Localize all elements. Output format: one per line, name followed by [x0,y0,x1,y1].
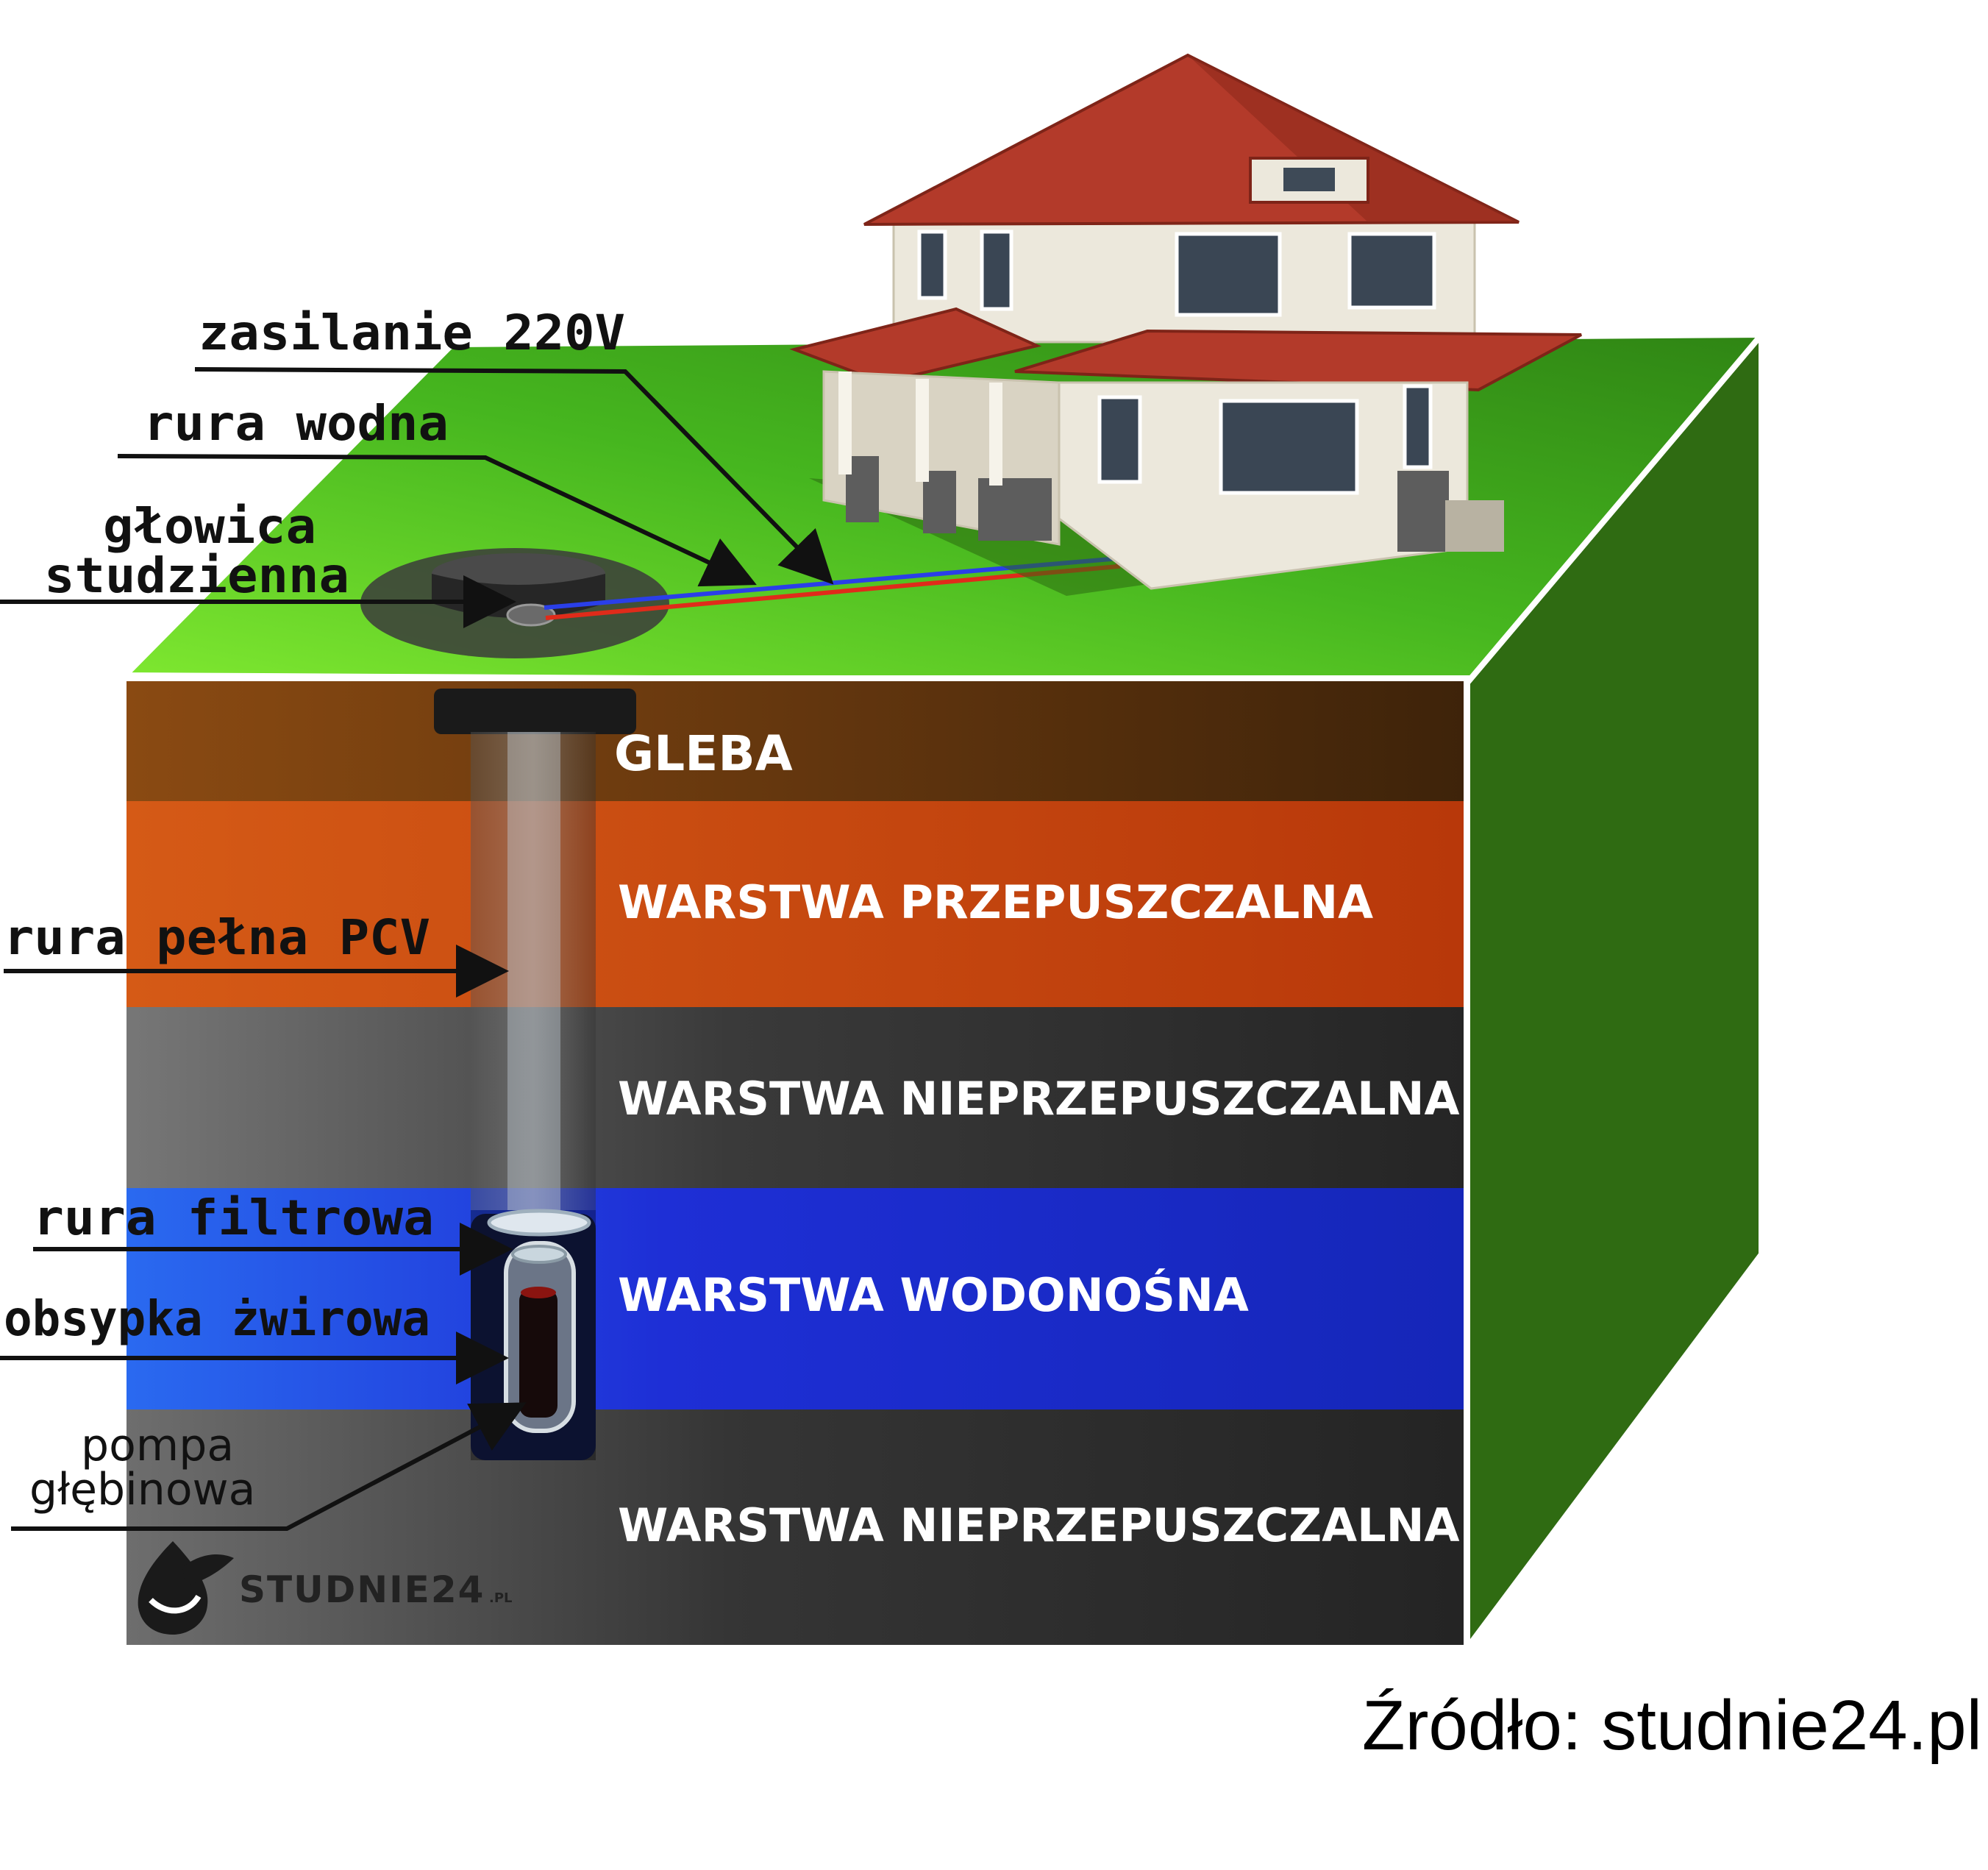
filter-inner-ring [511,1245,567,1264]
porch-columns [838,371,1002,486]
callout-filter: rura filtrowa [33,1190,434,1246]
water-pipe-leader [117,454,757,587]
logo-leaf-icon [182,1554,234,1585]
layer-impermeable-lower [124,1409,1467,1648]
porch-roof [789,307,1042,385]
callout-pump-line2: głębinowa [29,1464,255,1515]
dormer-window [1283,168,1335,191]
callout-water-pipe: rura wodna [143,395,449,452]
power-leader [194,367,834,585]
layer-label-impermeable-upper: WARSTWA NIEPRZEPUSZCZALNA [618,1072,1459,1126]
logo-swirl-icon [149,1594,202,1614]
logo-text: STUDNIE24 [239,1568,485,1611]
callout-gravel: obsypka żwirowa [4,1290,430,1347]
source-caption: Źródło: studnie24.pl [1362,1686,1982,1765]
callout-pump-line1: pompa [81,1420,234,1471]
studnie24-logo: STUDNIE24 .PL [138,1541,513,1635]
layer-label-aquifer: WARSTWA WODONOŚNA [618,1268,1249,1322]
callout-power: zasilanie 220V [199,305,625,361]
front-face-border [121,675,1469,1651]
lower-windows [1097,384,1433,495]
layer-aquifer [124,1188,1467,1409]
layer-impermeable-upper [124,1007,1467,1188]
pump-body [519,1289,557,1418]
layer-soil [124,678,1467,801]
porch-stonework [846,456,1449,552]
callout-casing: rura pełna PCV [4,909,430,966]
callout-wellhead-line1: głowica [103,498,316,555]
pump-top [521,1287,556,1298]
layer-label-impermeable-lower: WARSTWA NIEPRZEPUSZCZALNA [618,1499,1459,1552]
porch-steps [1445,500,1504,552]
roof-highlight [1188,55,1519,222]
logo-suffix: .PL [489,1590,513,1606]
well-head-cap [434,689,636,734]
house [789,53,1582,596]
well-column [434,689,636,1460]
layer-label-soil: GLEBA [614,725,793,782]
layer-label-permeable: WARSTWA PRZEPUSZCZALNA [618,875,1373,929]
soil-layers [121,675,1469,1651]
callout-lines [0,367,834,1531]
filter-top-ring [487,1209,591,1237]
pump-leader [11,1402,527,1531]
callout-wellhead-line2: studzienna [44,547,349,604]
upper-windows [917,230,1436,317]
